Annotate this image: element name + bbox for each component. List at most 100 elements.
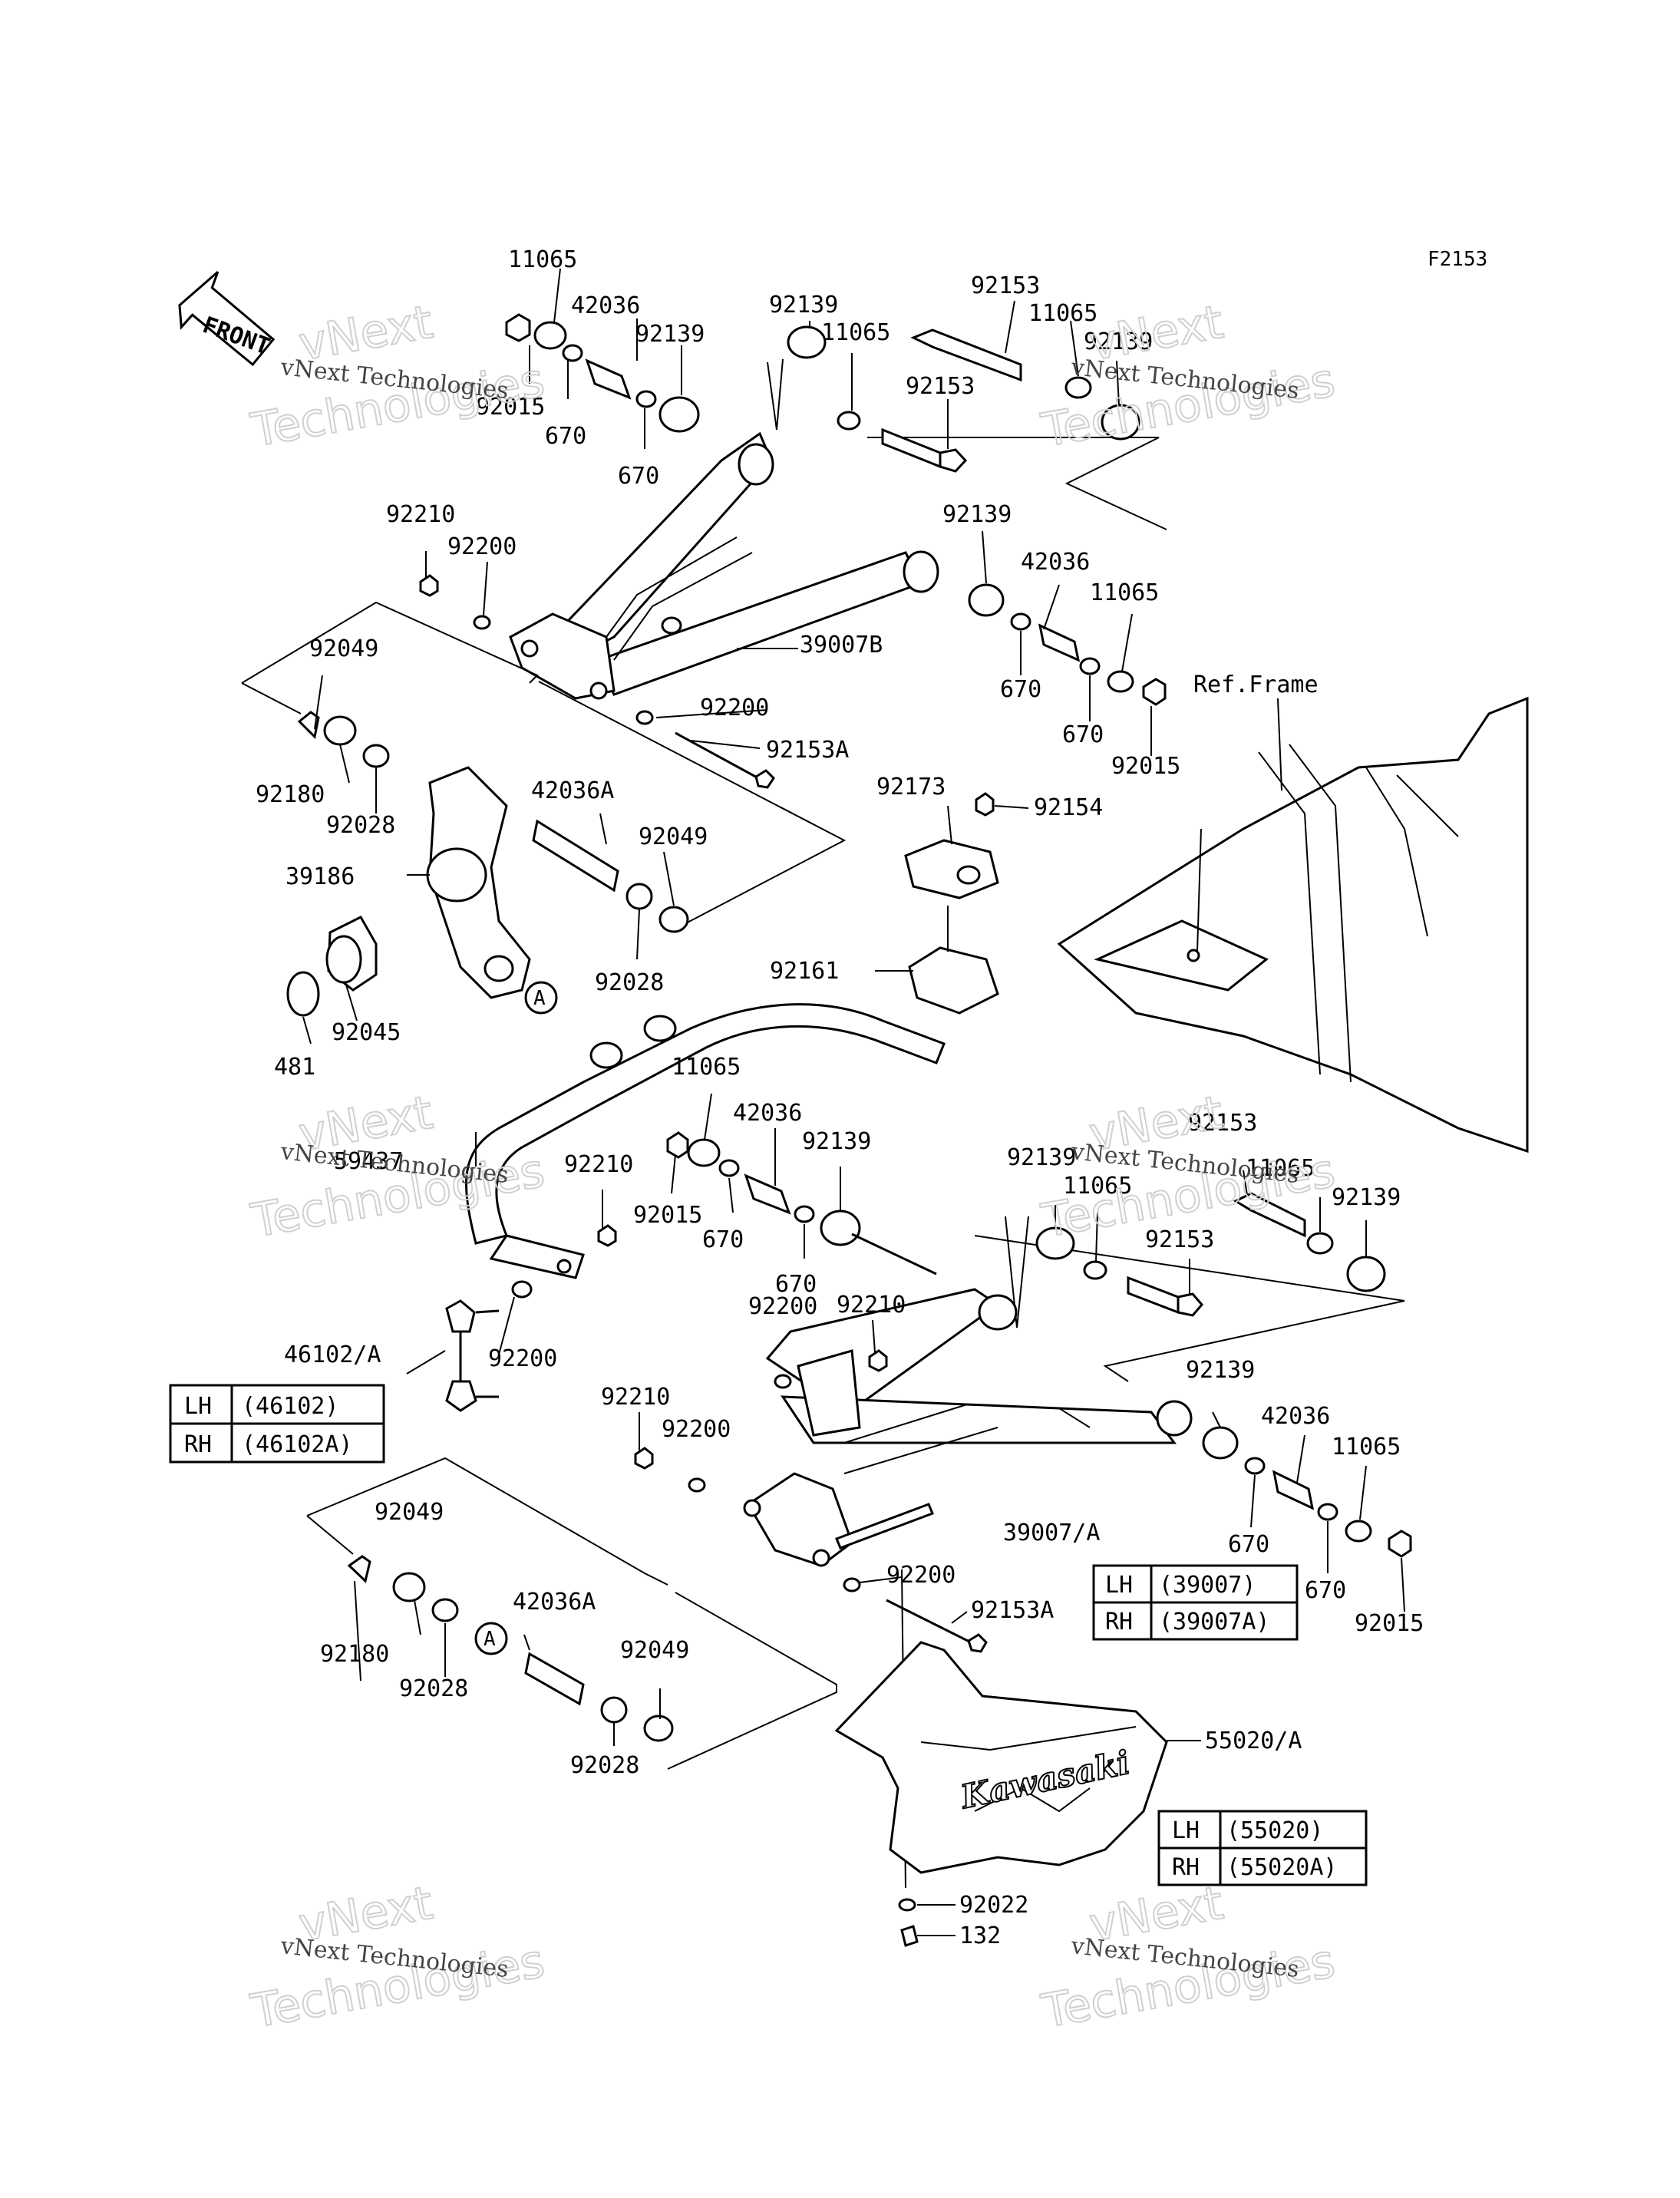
label-11065: 11065 bbox=[508, 246, 577, 273]
label-92139: 92139 bbox=[942, 501, 1012, 528]
upper-a-arm-drawing bbox=[419, 313, 1167, 789]
label-55020a: 55020/A bbox=[1205, 1728, 1302, 1754]
table-55020-rh-key: RH bbox=[1172, 1854, 1200, 1881]
label-92049: 92049 bbox=[375, 1499, 444, 1526]
table-46102-rh-val: (46102A) bbox=[242, 1431, 353, 1458]
label-42036: 42036 bbox=[1021, 549, 1090, 576]
table-46102: LH (46102) RH (46102A) bbox=[169, 1384, 385, 1464]
label-39007b: 39007B bbox=[800, 632, 883, 658]
label-92210: 92210 bbox=[386, 501, 455, 528]
stabilizer-clamp-drawing bbox=[904, 792, 999, 1015]
label-92028: 92028 bbox=[595, 969, 664, 996]
label-92180: 92180 bbox=[320, 1641, 389, 1668]
label-92045: 92045 bbox=[332, 1019, 401, 1046]
table-39007-rh-key: RH bbox=[1105, 1609, 1133, 1635]
callout-a-lower: A bbox=[484, 1628, 496, 1651]
label-670: 670 bbox=[618, 463, 659, 490]
label-92015: 92015 bbox=[1355, 1610, 1424, 1637]
table-39007-lh-key: LH bbox=[1105, 1572, 1133, 1599]
label-92028: 92028 bbox=[326, 812, 395, 839]
front-arrow-icon: FRONT bbox=[178, 271, 276, 367]
label-92022: 92022 bbox=[959, 1892, 1028, 1919]
label-670: 670 bbox=[1228, 1531, 1269, 1558]
label-92153: 92153 bbox=[1145, 1226, 1214, 1253]
figure-id: F2153 bbox=[1428, 248, 1487, 271]
stabilizer-bar-drawing bbox=[465, 1003, 946, 1279]
label-92153a: 92153A bbox=[971, 1597, 1054, 1624]
label-132: 132 bbox=[959, 1922, 1001, 1949]
label-92139: 92139 bbox=[769, 292, 838, 318]
label-11065: 11065 bbox=[1028, 300, 1097, 327]
label-11065: 11065 bbox=[1090, 579, 1159, 606]
table-55020-lh-val: (55020) bbox=[1226, 1817, 1323, 1844]
label-92200: 92200 bbox=[447, 533, 517, 560]
label-92049: 92049 bbox=[639, 823, 708, 850]
label-670: 670 bbox=[775, 1271, 817, 1298]
label-92153a: 92153A bbox=[766, 737, 849, 764]
label-92028: 92028 bbox=[399, 1675, 468, 1702]
label-92139: 92139 bbox=[1007, 1144, 1076, 1171]
label-92173: 92173 bbox=[876, 774, 946, 800]
label-92210: 92210 bbox=[564, 1151, 633, 1178]
label-92200: 92200 bbox=[662, 1416, 731, 1443]
label-92139: 92139 bbox=[635, 321, 705, 348]
lower-knuckle-drawing: A bbox=[306, 1457, 837, 1770]
frame-drawing bbox=[1057, 696, 1529, 1153]
knuckle-drawing: A bbox=[241, 601, 847, 1017]
table-46102-rh-key: RH bbox=[184, 1431, 212, 1458]
label-92015: 92015 bbox=[633, 1202, 702, 1229]
label-11065: 11065 bbox=[821, 319, 890, 346]
label-92200: 92200 bbox=[886, 1562, 956, 1589]
a-arm-guard-drawing: Kawasaki bbox=[834, 1641, 1168, 1947]
label-670: 670 bbox=[702, 1226, 744, 1253]
label-92200: 92200 bbox=[700, 695, 769, 721]
label-92153: 92153 bbox=[906, 373, 975, 400]
label-92015: 92015 bbox=[476, 394, 545, 421]
label-42036a: 42036A bbox=[513, 1589, 596, 1615]
label-11065: 11065 bbox=[1063, 1173, 1132, 1200]
label-92139: 92139 bbox=[802, 1128, 871, 1155]
label-92049: 92049 bbox=[309, 635, 378, 662]
label-670: 670 bbox=[1000, 676, 1041, 703]
table-55020-lh-key: LH bbox=[1172, 1817, 1200, 1844]
label-92153: 92153 bbox=[1188, 1110, 1257, 1137]
label-11065: 11065 bbox=[1246, 1155, 1315, 1182]
label-92153: 92153 bbox=[971, 272, 1040, 299]
label-92139: 92139 bbox=[1186, 1357, 1255, 1384]
table-39007-lh-val: (39007) bbox=[1159, 1572, 1256, 1599]
label-481: 481 bbox=[274, 1054, 315, 1081]
label-42036: 42036 bbox=[1261, 1403, 1330, 1430]
label-670: 670 bbox=[1062, 721, 1104, 748]
label-59437: 59437 bbox=[334, 1148, 403, 1175]
label-42036: 42036 bbox=[733, 1100, 802, 1127]
label-39186: 39186 bbox=[286, 863, 355, 890]
table-46102-lh-val: (46102) bbox=[242, 1393, 338, 1420]
label-92200: 92200 bbox=[748, 1293, 817, 1320]
label-92015: 92015 bbox=[1111, 753, 1180, 780]
label-92210: 92210 bbox=[837, 1292, 906, 1318]
label-670: 670 bbox=[1305, 1577, 1346, 1604]
label-92049: 92049 bbox=[620, 1637, 689, 1664]
label-92200: 92200 bbox=[488, 1345, 557, 1372]
label-11065: 11065 bbox=[1332, 1434, 1401, 1460]
label-92154: 92154 bbox=[1034, 794, 1103, 821]
table-55020-rh-val: (55020A) bbox=[1226, 1854, 1338, 1881]
label-92139: 92139 bbox=[1084, 328, 1153, 355]
table-55020: LH (55020) RH (55020A) bbox=[1157, 1810, 1368, 1886]
callout-a-upper: A bbox=[533, 987, 546, 1010]
label-92210: 92210 bbox=[601, 1384, 670, 1411]
label-11065: 11065 bbox=[672, 1054, 741, 1081]
label-42036a: 42036A bbox=[531, 777, 614, 804]
table-39007-rh-val: (39007A) bbox=[1159, 1609, 1270, 1635]
table-46102-lh-key: LH bbox=[184, 1393, 212, 1420]
label-46102a: 46102/A bbox=[284, 1342, 381, 1368]
table-39007: LH (39007) RH (39007A) bbox=[1092, 1564, 1299, 1641]
lower-a-arm-drawing bbox=[445, 1131, 1412, 1889]
leader-lines bbox=[302, 268, 1152, 1045]
label-ref-frame: Ref.Frame bbox=[1193, 672, 1319, 698]
label-92139: 92139 bbox=[1332, 1184, 1401, 1211]
leader-lines-lower bbox=[354, 1093, 1405, 1936]
label-39007a: 39007/A bbox=[1003, 1520, 1100, 1546]
label-670: 670 bbox=[545, 423, 586, 450]
